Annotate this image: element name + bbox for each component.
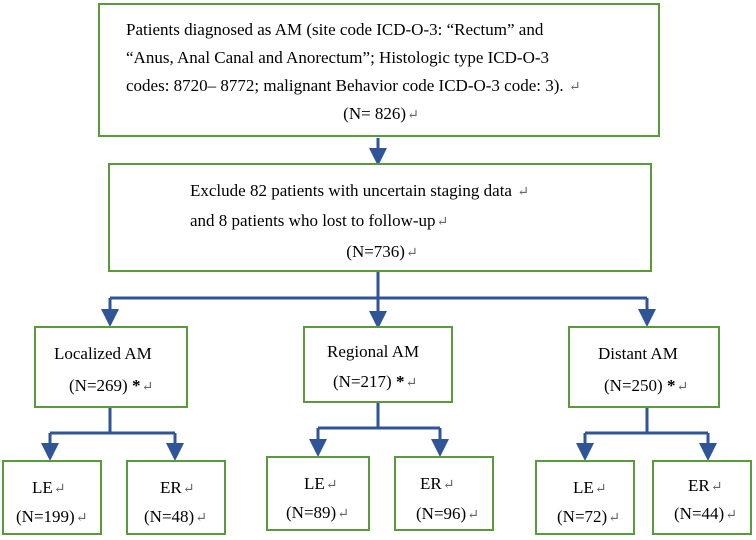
eligibility-line-3: codes: 8720– 8772; malignant Behavior co… (126, 76, 581, 95)
treatment-label: ER↵ (688, 476, 723, 495)
eligibility-count: (N= 826)↵ (343, 104, 419, 123)
stage-label: Regional AM (327, 342, 420, 361)
localized-er-box: ER↵ (N=48)↵ (126, 460, 226, 535)
treatment-label: ER↵ (420, 474, 455, 493)
stage-count: (N=269) *↵ (69, 376, 154, 395)
treatment-count: (N=96)↵ (416, 504, 479, 523)
exclusion-count: (N=736)↵ (346, 242, 418, 261)
stage-box-distant: Distant AM (N=250) *↵ (568, 326, 720, 408)
exclusion-box: Exclude 82 patients with uncertain stagi… (108, 163, 652, 272)
regional-er-box: ER↵ (N=96)↵ (394, 456, 494, 531)
exclusion-line-2: and 8 patients who lost to follow-up↵ (190, 211, 449, 230)
treatment-count: (N=48)↵ (144, 507, 207, 526)
stage-box-regional: Regional AM (N=217) *↵ (303, 326, 453, 403)
eligibility-line-1: Patients diagnosed as AM (site code ICD-… (126, 20, 544, 39)
distant-er-box: ER↵ (N=44)↵ (652, 460, 752, 535)
treatment-count: (N=72)↵ (557, 507, 620, 526)
stage-box-localized: Localized AM (N=269) *↵ (34, 326, 188, 408)
stage-label: Localized AM (54, 344, 152, 363)
treatment-label: LE↵ (304, 474, 338, 493)
treatment-label: LE↵ (32, 478, 66, 497)
exclusion-line-1: Exclude 82 patients with uncertain stagi… (190, 181, 529, 200)
distant-le-box: LE↵ (N=72)↵ (535, 460, 635, 535)
treatment-label: LE↵ (573, 478, 607, 497)
eligibility-box: Patients diagnosed as AM (site code ICD-… (98, 3, 660, 137)
stage-count: (N=250) *↵ (604, 376, 689, 395)
treatment-count: (N=89)↵ (286, 503, 349, 522)
treatment-label: ER↵ (160, 478, 195, 497)
treatment-count: (N=199)↵ (16, 507, 88, 526)
regional-le-box: LE↵ (N=89)↵ (266, 456, 370, 531)
stage-count: (N=217) *↵ (333, 372, 418, 391)
eligibility-line-2: “Anus, Anal Canal and Anorectum”; Histol… (126, 48, 550, 67)
stage-label: Distant AM (598, 344, 678, 363)
localized-le-box: LE↵ (N=199)↵ (2, 460, 102, 535)
treatment-count: (N=44)↵ (674, 504, 737, 523)
